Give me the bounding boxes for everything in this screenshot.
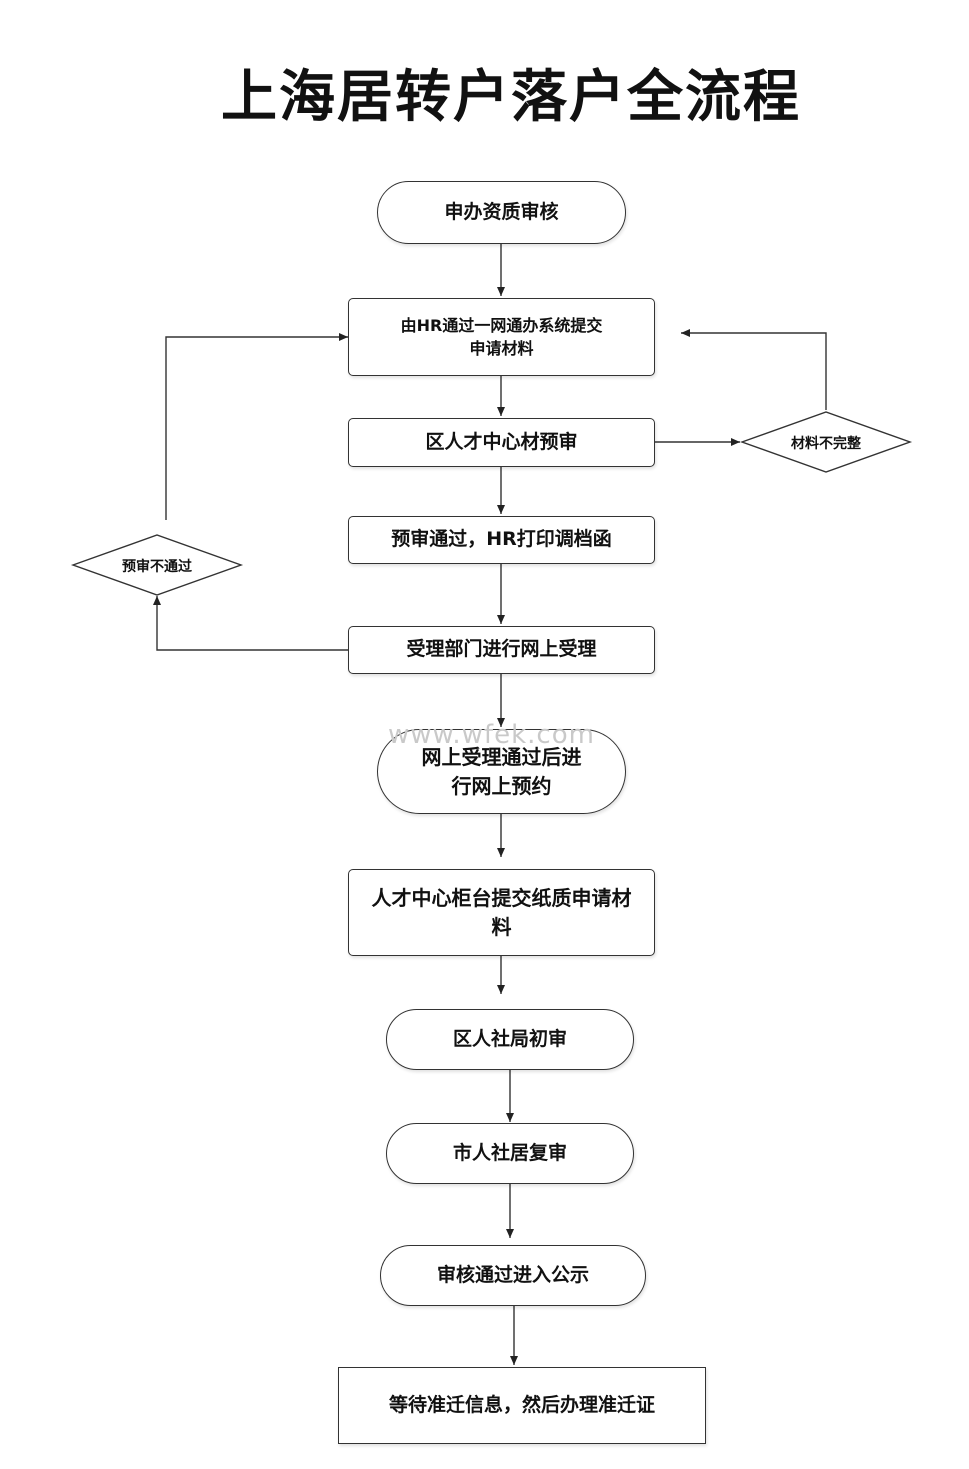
arrow-rejected-back xyxy=(165,333,348,520)
page-title: 上海居转户落户全流程 xyxy=(221,65,801,130)
node-online-acceptance: 受理部门进行网上受理 xyxy=(348,626,655,674)
node-online-appointment: 网上受理通过后进 行网上预约 xyxy=(377,729,626,814)
node-paper-submission: 人才中心柜台提交纸质申请材 料 xyxy=(348,869,655,956)
decision-incomplete-label: 材料不完整 xyxy=(791,436,861,452)
arrow-incomplete-back xyxy=(681,329,827,410)
node-district-initial-review: 区人社局初审 xyxy=(386,1009,634,1070)
decision-rejected-shape xyxy=(70,534,244,596)
node-talent-center-prereview: 区人才中心材预审 xyxy=(348,418,655,467)
arrow-5-rejected xyxy=(153,596,348,651)
node-await-relocation-permit: 等待准迁信息，然后办理准迁证 xyxy=(338,1367,706,1444)
node-qualification-review: 申办资质审核 xyxy=(377,181,626,244)
watermark: www.wfek.com xyxy=(388,720,595,750)
decision-incomplete-shape xyxy=(739,411,913,473)
node-city-re-review: 市人社居复审 xyxy=(386,1123,634,1184)
decision-rejected-label: 预审不通过 xyxy=(122,559,192,575)
node-hr-submit-online: 由HR通过一网通办系统提交 申请材料 xyxy=(348,298,655,376)
node-prereview-passed-print-letter: 预审通过，HR打印调档函 xyxy=(348,516,655,564)
node-publicity: 审核通过进入公示 xyxy=(380,1245,646,1306)
